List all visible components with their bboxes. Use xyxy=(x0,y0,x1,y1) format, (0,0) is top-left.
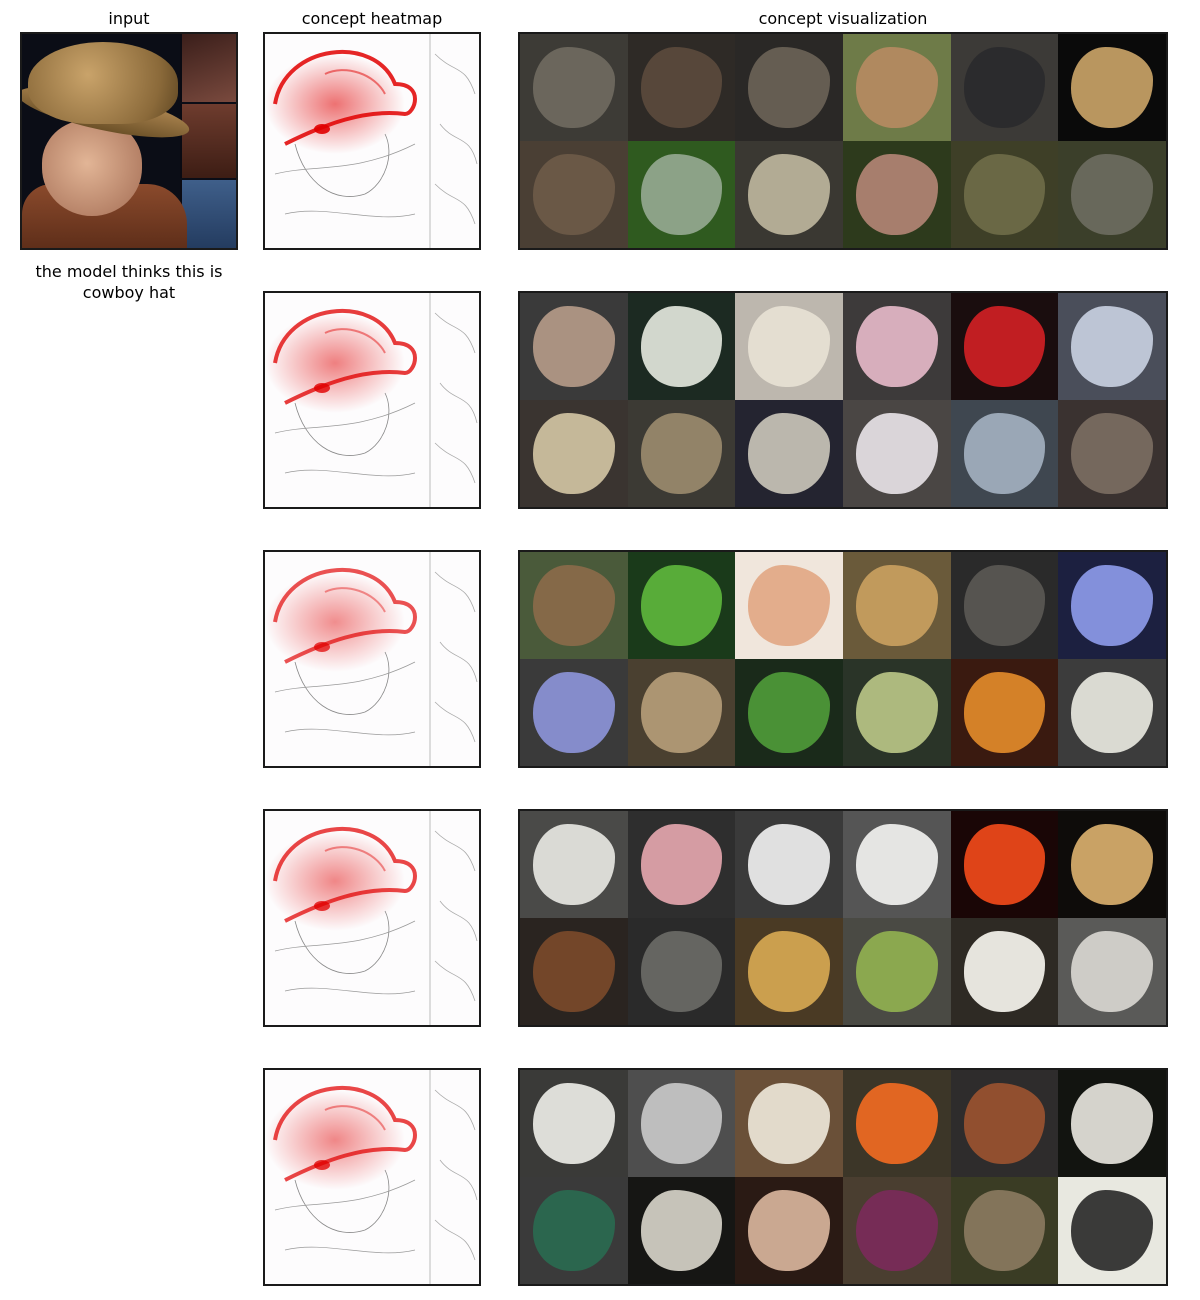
concept-example-tile xyxy=(735,659,843,766)
concept-example-tile xyxy=(950,400,1059,507)
concept-example-tile xyxy=(950,141,1059,248)
concept-example-tile xyxy=(842,400,951,507)
concept-example-tile xyxy=(1058,293,1166,400)
concept-example-tile xyxy=(735,1177,843,1284)
concept-example-tile xyxy=(950,552,1059,659)
concept-example-tile xyxy=(950,1177,1059,1284)
concept-example-tile xyxy=(842,1070,951,1177)
concept-example-tile xyxy=(950,811,1059,918)
concept-example-tile xyxy=(627,552,736,659)
concept-example-tile xyxy=(1058,811,1166,918)
concept-heatmap xyxy=(263,291,481,509)
input-image xyxy=(20,32,238,250)
concept-example-tile xyxy=(1058,34,1166,141)
concept-example-tile xyxy=(520,400,628,507)
concept-example-tile xyxy=(520,293,628,400)
concept-example-tile xyxy=(950,34,1059,141)
concept-example-tile xyxy=(520,918,628,1025)
concept-example-tile xyxy=(627,141,736,248)
concept-example-tile xyxy=(950,659,1059,766)
concept-example-tile xyxy=(842,1177,951,1284)
concept-example-tile xyxy=(950,918,1059,1025)
concept-visualization-grid xyxy=(518,1068,1168,1286)
concept-example-tile xyxy=(735,552,843,659)
concept-example-tile xyxy=(627,659,736,766)
concept-example-tile xyxy=(842,552,951,659)
concept-example-tile xyxy=(842,141,951,248)
concept-example-tile xyxy=(520,1070,628,1177)
concept-example-tile xyxy=(627,293,736,400)
concept-example-tile xyxy=(1058,659,1166,766)
input-column-title: input xyxy=(108,9,150,28)
concept-example-tile xyxy=(1058,552,1166,659)
concept-example-tile xyxy=(520,1177,628,1284)
concept-heatmap xyxy=(263,550,481,768)
visualization-column-title: concept visualization xyxy=(758,9,928,28)
concept-example-tile xyxy=(1058,1070,1166,1177)
concept-visualization-grid xyxy=(518,809,1168,1027)
concept-example-tile xyxy=(1058,918,1166,1025)
concept-example-tile xyxy=(735,918,843,1025)
concept-example-tile xyxy=(520,811,628,918)
concept-example-tile xyxy=(842,918,951,1025)
concept-example-tile xyxy=(520,34,628,141)
concept-visualization-grid xyxy=(518,32,1168,250)
concept-example-tile xyxy=(735,811,843,918)
concept-heatmap xyxy=(263,1068,481,1286)
concept-heatmap xyxy=(263,32,481,250)
concept-heatmap xyxy=(263,809,481,1027)
concept-example-tile xyxy=(842,34,951,141)
concept-example-tile xyxy=(950,1070,1059,1177)
prediction-caption: the model thinks this is cowboy hat xyxy=(35,262,223,302)
concept-example-tile xyxy=(627,1177,736,1284)
concept-example-tile xyxy=(735,400,843,507)
concept-visualization-grid xyxy=(518,291,1168,509)
heatmap-column-title: concept heatmap xyxy=(301,9,443,28)
concept-example-tile xyxy=(950,293,1059,400)
concept-example-tile xyxy=(1058,400,1166,507)
concept-visualization-grid xyxy=(518,550,1168,768)
concept-example-tile xyxy=(1058,1177,1166,1284)
concept-example-tile xyxy=(627,918,736,1025)
concept-example-tile xyxy=(520,141,628,248)
concept-example-tile xyxy=(842,811,951,918)
concept-example-tile xyxy=(627,400,736,507)
concept-example-tile xyxy=(520,659,628,766)
concept-example-tile xyxy=(735,34,843,141)
concept-example-tile xyxy=(627,34,736,141)
concept-example-tile xyxy=(1058,141,1166,248)
concept-example-tile xyxy=(627,811,736,918)
concept-example-tile xyxy=(842,659,951,766)
concept-example-tile xyxy=(735,293,843,400)
concept-example-tile xyxy=(735,141,843,248)
concept-example-tile xyxy=(842,293,951,400)
concept-example-tile xyxy=(735,1070,843,1177)
concept-example-tile xyxy=(520,552,628,659)
concept-example-tile xyxy=(627,1070,736,1177)
